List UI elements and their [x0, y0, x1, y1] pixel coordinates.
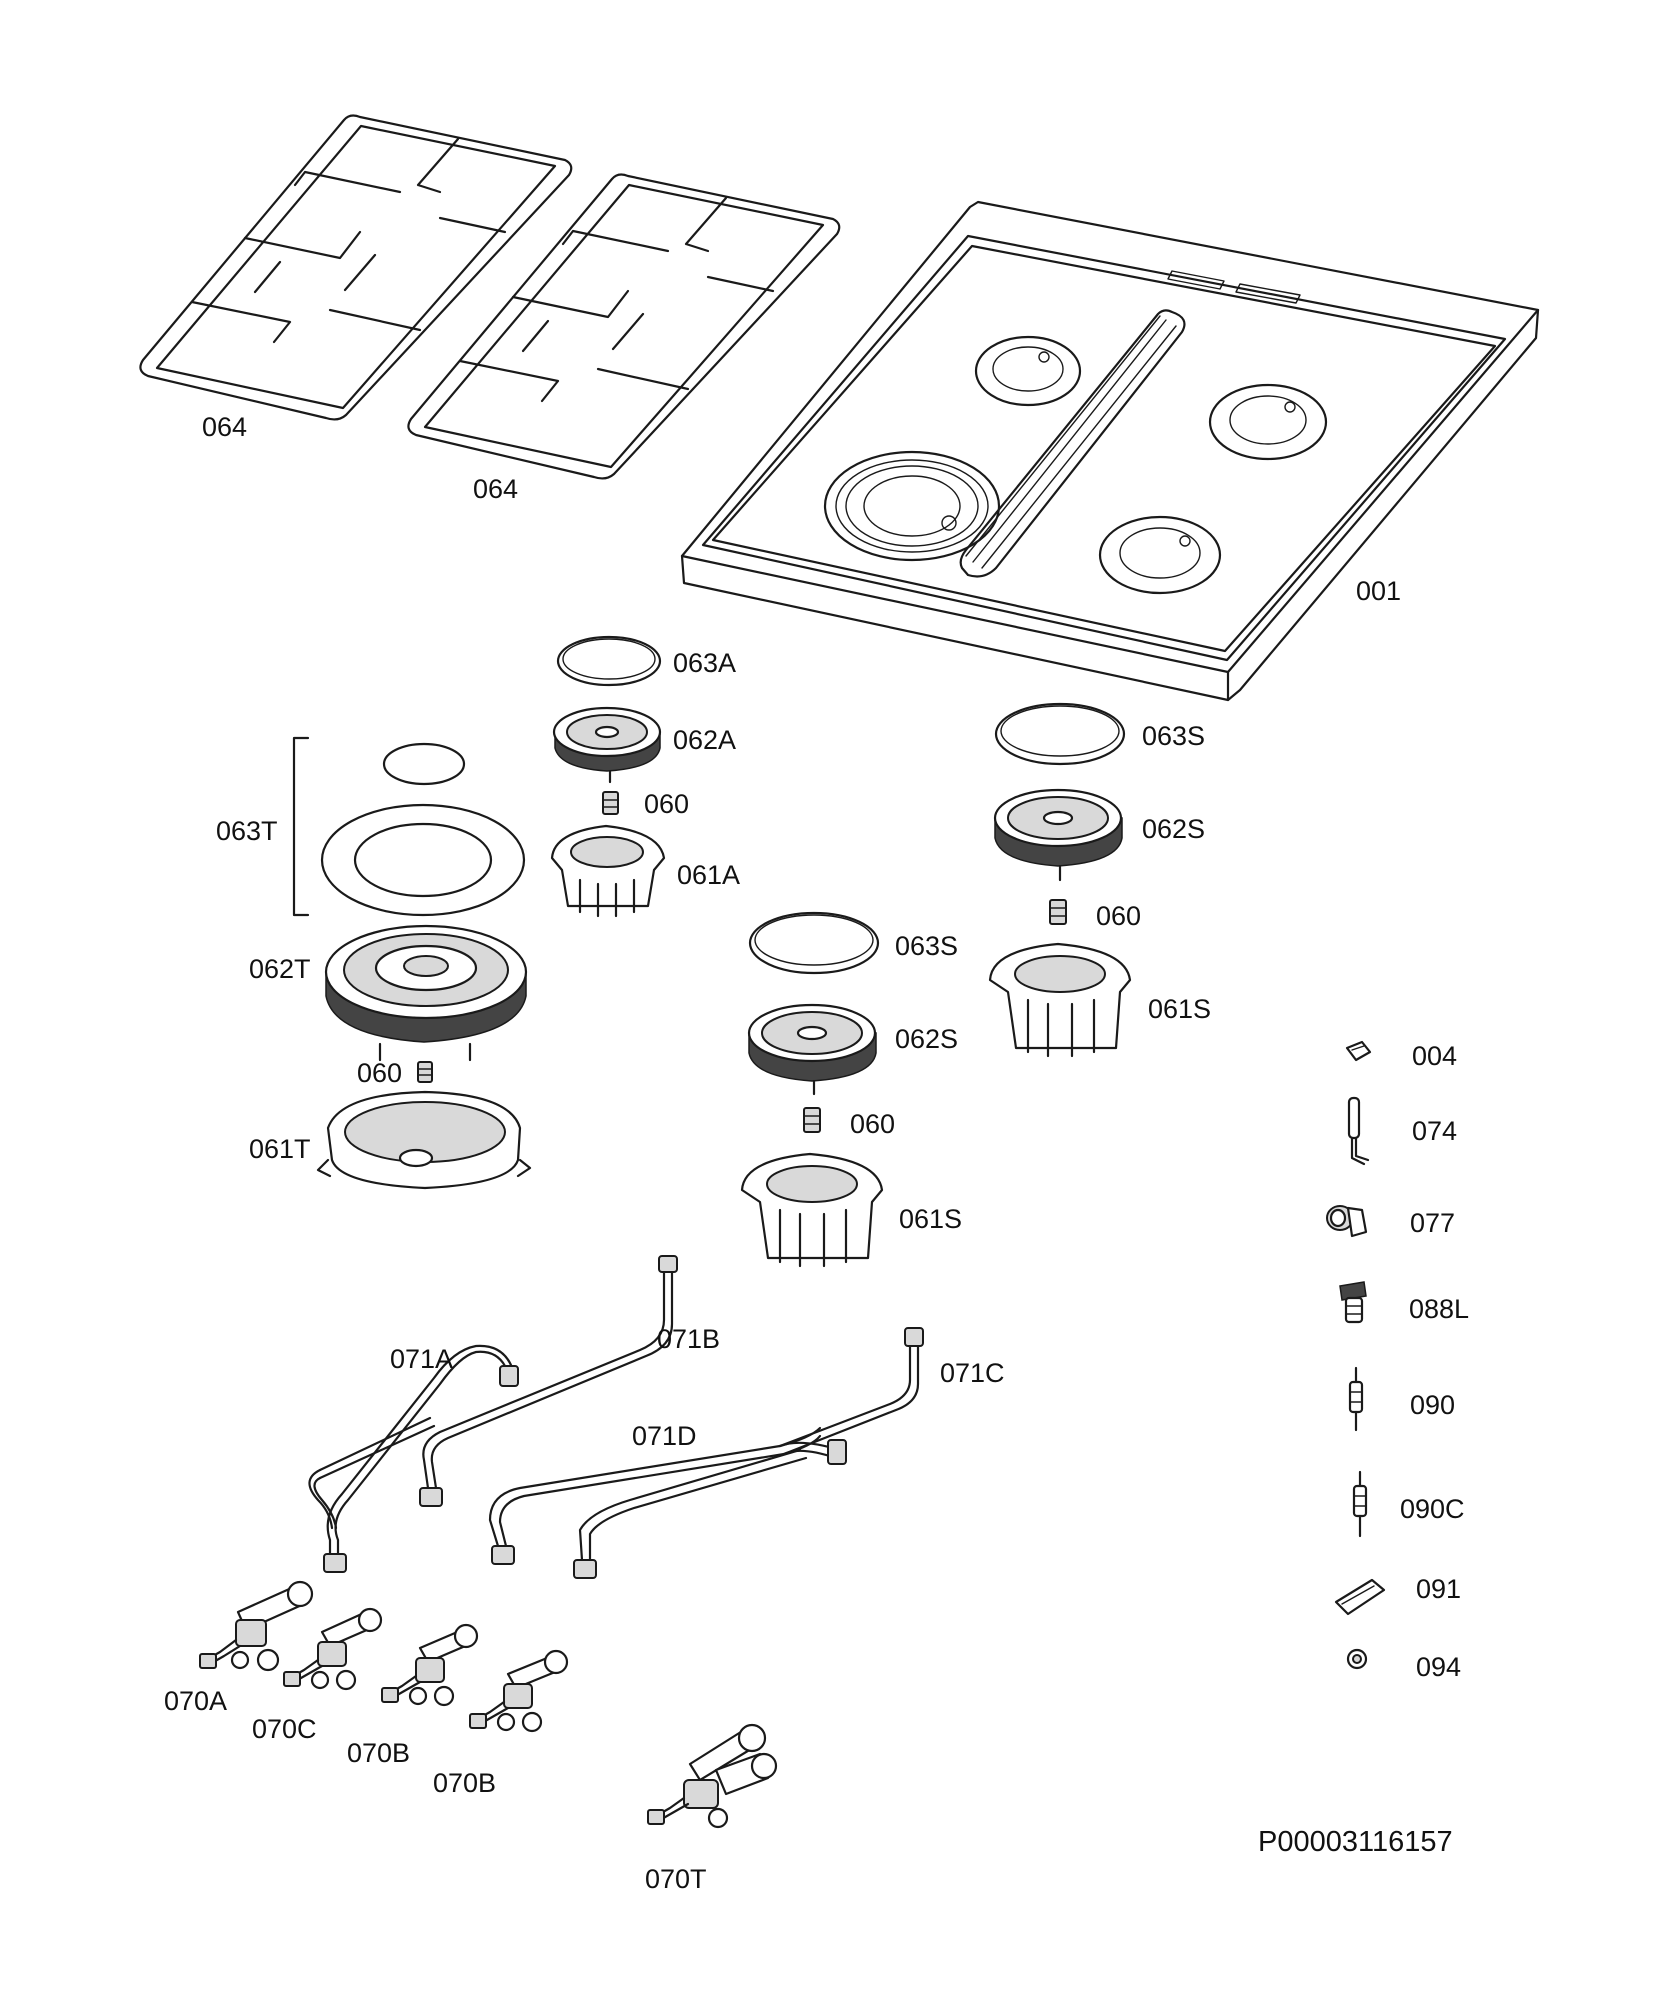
label-061a: 061A — [677, 860, 740, 890]
part-074-thermocouple — [1347, 1096, 1370, 1166]
label-070b-first: 070B — [347, 1738, 410, 1768]
injector-060-middle — [803, 1107, 821, 1133]
burner-cup-061s-middle — [740, 1152, 884, 1268]
label-064-left: 064 — [202, 412, 247, 442]
pan-support-left — [139, 114, 573, 421]
label-088l: 088L — [1409, 1294, 1469, 1324]
label-070b-second: 070B — [433, 1768, 496, 1798]
burner-cup-061a — [550, 824, 666, 918]
pan-support-right — [407, 173, 841, 480]
burner-cup-061t — [316, 1090, 532, 1190]
label-061t: 061T — [249, 1134, 311, 1164]
label-071b: 071B — [657, 1324, 720, 1354]
burner-cap-063s-middle — [748, 911, 880, 975]
gas-pipe-071d — [488, 1426, 847, 1579]
label-062s-right: 062S — [1142, 814, 1205, 844]
part-091-bracket — [1334, 1578, 1386, 1616]
label-070c: 070C — [252, 1714, 317, 1744]
injector-060-triple — [417, 1061, 433, 1083]
part-077-elbow — [1326, 1205, 1368, 1238]
gas-pipe-071a-loop — [308, 1416, 436, 1530]
label-094: 094 — [1416, 1652, 1461, 1682]
burner-cap-063t-small — [382, 742, 466, 786]
label-090c: 090C — [1400, 1494, 1465, 1524]
gas-valve-070b-second — [469, 1649, 569, 1733]
label-077: 077 — [1410, 1208, 1455, 1238]
part-094-washer — [1346, 1648, 1368, 1670]
label-091: 091 — [1416, 1574, 1461, 1604]
label-090: 090 — [1410, 1390, 1455, 1420]
part-004-clip — [1345, 1040, 1372, 1062]
injector-060-right — [1049, 899, 1067, 925]
part-090-spark-plug — [1348, 1366, 1364, 1432]
hob-top — [680, 200, 1540, 702]
part-088l-fitting — [1339, 1281, 1367, 1324]
gas-pipe-071b — [419, 1255, 678, 1507]
label-062t: 062T — [249, 954, 311, 984]
label-062s-middle: 062S — [895, 1024, 958, 1054]
label-060-middle: 060 — [850, 1109, 895, 1139]
label-063s-middle: 063S — [895, 931, 958, 961]
document-number: P00003116157 — [1258, 1826, 1453, 1858]
label-063a: 063A — [673, 648, 736, 678]
label-074: 074 — [1412, 1116, 1457, 1146]
label-061s-middle: 061S — [899, 1204, 962, 1234]
label-071a: 071A — [390, 1344, 453, 1374]
label-063t: 063T — [216, 816, 278, 846]
label-001: 001 — [1356, 576, 1401, 606]
bracket-063t — [292, 736, 310, 917]
burner-crown-062s-right — [993, 788, 1123, 882]
burner-crown-062s-middle — [747, 1003, 877, 1096]
label-060-aux: 060 — [644, 789, 689, 819]
gas-pipe-071a — [323, 1344, 519, 1573]
label-071c: 071C — [940, 1358, 1005, 1388]
gas-valve-070a — [199, 1580, 314, 1672]
gas-valve-070t — [647, 1723, 778, 1829]
injector-060-aux — [602, 791, 619, 815]
burner-crown-062t — [324, 924, 528, 1062]
label-070t: 070T — [645, 1864, 707, 1894]
gas-valve-070b-first — [381, 1623, 479, 1707]
label-062a: 062A — [673, 725, 736, 755]
burner-crown-062a — [552, 706, 662, 784]
burner-cap-063a — [556, 635, 662, 687]
label-060-triple: 060 — [357, 1058, 402, 1088]
gas-valve-070c — [283, 1607, 383, 1691]
label-064-right: 064 — [473, 474, 518, 504]
label-060-right: 060 — [1096, 901, 1141, 931]
label-004: 004 — [1412, 1041, 1457, 1071]
burner-ring-063t — [320, 803, 526, 917]
burner-cap-063s-right — [994, 702, 1126, 766]
part-090c-spark-plug — [1352, 1470, 1368, 1538]
burner-cup-061s-right — [988, 942, 1132, 1058]
gas-pipe-071c — [778, 1327, 924, 1456]
label-071d: 071D — [632, 1421, 697, 1451]
label-063s-right: 063S — [1142, 721, 1205, 751]
label-070a: 070A — [164, 1686, 227, 1716]
label-061s-right: 061S — [1148, 994, 1211, 1024]
